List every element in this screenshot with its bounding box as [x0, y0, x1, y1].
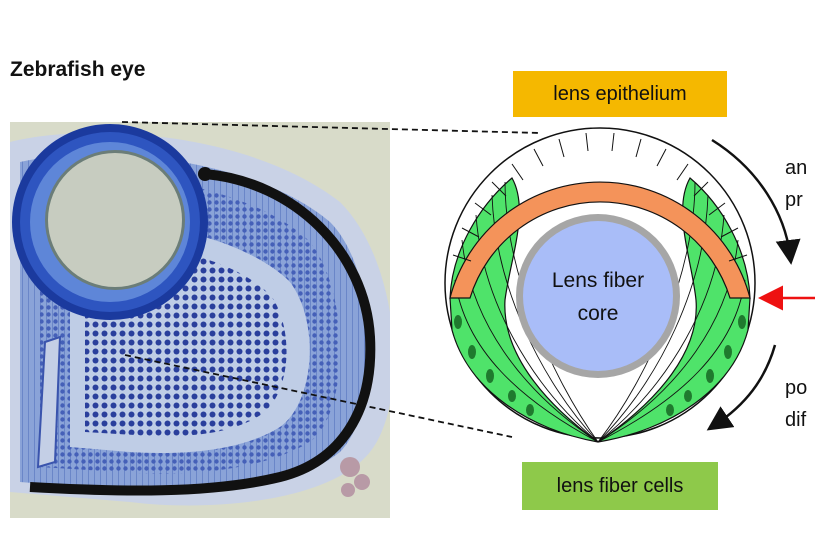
side-text-bottom-line1: po: [785, 377, 808, 399]
side-text-top-line1: an: [785, 157, 808, 179]
curved-arrow-top: [711, 138, 801, 265]
epithelium-band: [449, 181, 751, 299]
lens-epithelium-label: lens epithelium: [553, 83, 687, 105]
micrograph-svg: [10, 122, 390, 518]
side-text-top: an pr: [785, 152, 807, 216]
connector-top-dashed-line: [121, 121, 541, 134]
connector-bottom-dashed-line: [124, 354, 513, 438]
fiber-nuclei: [454, 315, 746, 416]
curved-arrow-bottom: [706, 344, 777, 431]
lens-fiber-cells-label: lens fiber cells: [556, 475, 684, 497]
zebrafish-eye-micrograph: [10, 122, 390, 518]
side-text-bottom-line2: dif: [785, 409, 807, 431]
lens-fiber-core: [523, 221, 673, 371]
lens-fiber-cells-box: [522, 462, 718, 510]
core-label-line1: Lens fiber: [552, 269, 644, 292]
core-label-line2: core: [578, 302, 619, 325]
figure-title: Zebrafish eye: [10, 58, 146, 81]
side-text-bottom: po dif: [785, 372, 807, 436]
side-text-top-line2: pr: [785, 189, 803, 211]
epithelium-cell-dividers: [452, 132, 748, 262]
lens-epithelium-box: [513, 71, 727, 117]
